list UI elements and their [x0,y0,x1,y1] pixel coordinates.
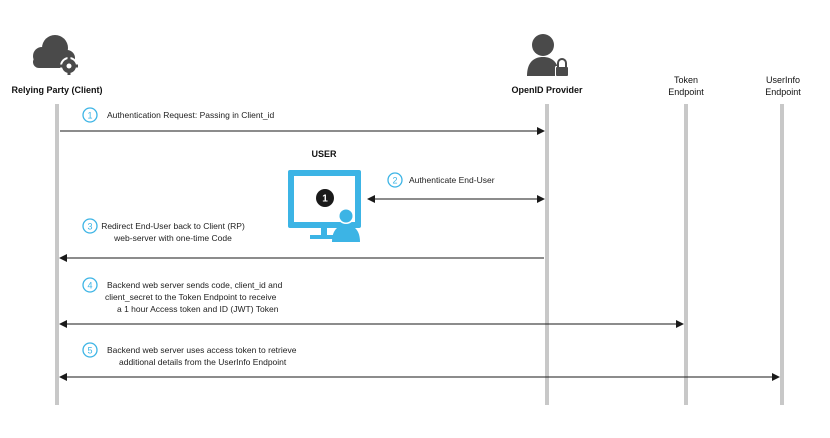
step-2-badge [387,172,403,188]
step-3-badge [82,218,98,234]
step-5-number: 5 [87,346,92,356]
step-2: 2 Authenticate End-User [367,172,545,203]
user-lock-icon [527,34,569,77]
step-4-number: 4 [87,281,92,291]
actor-userinfo-endpoint-line1: UserInfo [766,75,800,85]
step-4-text-line1: Backend web server sends code, client_id… [107,280,283,290]
step-5-text-line2: additional details from the UserInfo End… [119,357,287,367]
step-3-text-line1: Redirect End-User back to Client (RP) [101,221,245,231]
actor-token-endpoint-line1: Token [674,75,698,85]
step-2-number: 2 [392,176,397,186]
monitor-user-icon: 1 [288,170,361,242]
actor-relying-party: Relying Party (Client) [11,85,102,95]
user-badge-number: 1 [322,194,328,205]
user-title: USER [311,149,337,159]
step-1-text: Authentication Request: Passing in Clien… [107,110,275,120]
step-2-text: Authenticate End-User [409,175,495,185]
user-device: USER 1 [288,149,361,242]
step-5: 5 Backend web server uses access token t… [59,342,780,381]
cloud-gear-icon [33,35,78,75]
step-1-number: 1 [87,111,92,121]
step-3: 3 Redirect End-User back to Client (RP) … [59,218,544,262]
actor-token-endpoint-line2: Endpoint [668,87,704,97]
step-1: 1 Authentication Request: Passing in Cli… [60,107,545,135]
actor-userinfo-endpoint-line2: Endpoint [765,87,801,97]
step-5-badge [82,342,98,358]
step-4: 4 Backend web server sends code, client_… [59,277,684,328]
actor-openid-provider: OpenID Provider [511,85,583,95]
step-4-badge [82,277,98,293]
step-4-text-line3: a 1 hour Access token and ID (JWT) Token [117,304,279,314]
step-3-number: 3 [87,222,92,232]
step-3-text-line2: web-server with one-time Code [113,233,232,243]
step-4-text-line2: client_secret to the Token Endpoint to r… [105,292,277,302]
step-5-text-line1: Backend web server uses access token to … [107,345,297,355]
step-1-badge [82,107,98,123]
